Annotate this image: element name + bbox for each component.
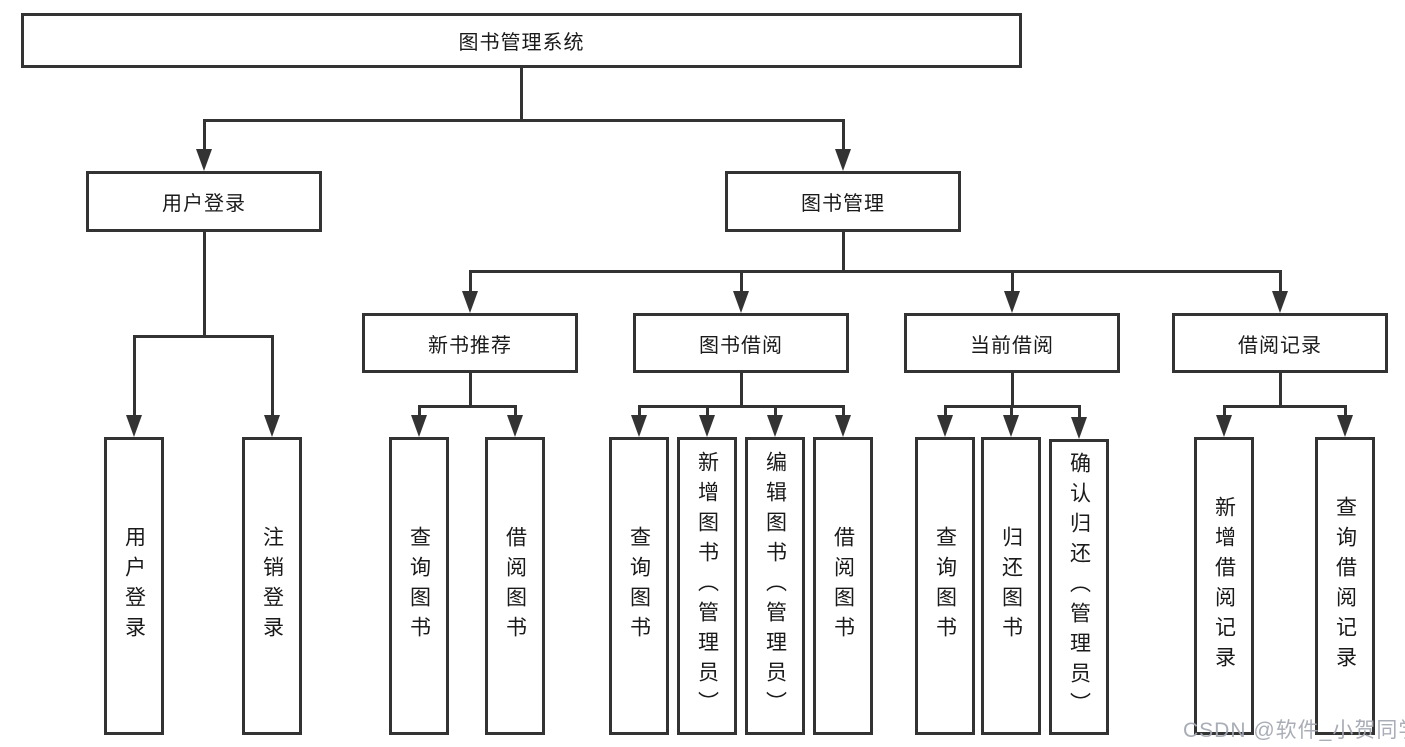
node-label: 借阅图书 — [831, 526, 855, 646]
connector-drop-line — [1077, 406, 1081, 421]
connector-vertical-line — [841, 232, 845, 273]
leaf-return-books: 归还图书 — [981, 437, 1041, 735]
connector-vertical-line — [739, 373, 743, 408]
node-user-login: 用户登录 — [86, 171, 322, 232]
connector-drop-line — [841, 406, 845, 419]
connector-drop-line — [705, 406, 709, 419]
node-borrowing-records: 借阅记录 — [1172, 313, 1388, 373]
node-label: 用户登录 — [162, 193, 246, 215]
node-label: 借阅图书 — [503, 526, 527, 646]
connector-vertical-line — [1010, 373, 1014, 408]
connector-drop-line — [1010, 271, 1014, 295]
connector-drop-line — [202, 120, 206, 153]
leaf-query-books-borrow: 查询图书 — [609, 437, 669, 735]
node-label: 用户登录 — [122, 526, 146, 646]
connector-drop-line — [468, 271, 472, 295]
leaf-user-login: 用户登录 — [104, 437, 164, 735]
node-label: 查询借阅记录 — [1333, 496, 1357, 676]
watermark-text: CSDN @软件_小贺同学 — [1183, 719, 1405, 742]
node-label: 新书推荐 — [428, 334, 512, 357]
node-label: 图书管理系统 — [458, 32, 585, 54]
connector-horizontal-line — [637, 404, 845, 408]
arrow-down-icon — [126, 415, 142, 437]
leaf-query-borrow-record: 查询借阅记录 — [1315, 437, 1375, 735]
node-label: 归还图书 — [999, 526, 1023, 646]
connector-drop-line — [739, 271, 743, 295]
connector-horizontal-line — [417, 404, 517, 408]
connector-vertical-line — [468, 373, 472, 408]
arrow-down-icon — [699, 415, 715, 437]
node-label: 图书管理 — [801, 193, 885, 215]
arrow-down-icon — [1272, 291, 1288, 313]
connector-drop-line — [1222, 406, 1226, 419]
node-book-management: 图书管理 — [725, 171, 961, 232]
arrow-down-icon — [733, 291, 749, 313]
arrow-down-icon — [631, 415, 647, 437]
node-label: 查询图书 — [933, 526, 957, 646]
arrow-down-icon — [1337, 415, 1353, 437]
connector-drop-line — [270, 336, 274, 419]
arrow-down-icon — [411, 415, 427, 437]
leaf-borrow-books-recommend: 借阅图书 — [485, 437, 545, 735]
connector-drop-line — [132, 336, 136, 419]
leaf-borrow-books: 借阅图书 — [813, 437, 873, 735]
node-label: 借阅记录 — [1238, 334, 1322, 357]
connector-horizontal-line — [132, 334, 274, 338]
connector-drop-line — [773, 406, 777, 419]
node-label: 注销登录 — [260, 526, 284, 646]
connector-horizontal-line — [1222, 404, 1347, 408]
arrow-down-icon — [835, 415, 851, 437]
node-label: 查询图书 — [627, 526, 651, 646]
connector-drop-line — [841, 120, 845, 153]
arrow-down-icon — [196, 149, 212, 171]
node-label: 图书借阅 — [699, 334, 783, 357]
arrow-down-icon — [1004, 291, 1020, 313]
node-current-borrowing: 当前借阅 — [904, 313, 1120, 373]
connector-vertical-line — [202, 232, 206, 338]
node-label: 编辑图书（管理员） — [763, 451, 787, 721]
arrow-down-icon — [507, 415, 523, 437]
arrow-down-icon — [1216, 415, 1232, 437]
connector-vertical-line — [519, 68, 523, 122]
leaf-confirm-return-admin: 确认归还（管理员） — [1049, 439, 1109, 735]
arrow-down-icon — [937, 415, 953, 437]
connector-drop-line — [943, 406, 947, 419]
connector-horizontal-line — [202, 118, 845, 122]
leaf-add-book-admin: 新增图书（管理员） — [677, 437, 737, 735]
connector-drop-line — [1009, 406, 1013, 419]
leaf-edit-book-admin: 编辑图书（管理员） — [745, 437, 805, 735]
node-label: 新增图书（管理员） — [695, 451, 719, 721]
node-new-book-recommendation: 新书推荐 — [362, 313, 578, 373]
leaf-query-books-current: 查询图书 — [915, 437, 975, 735]
arrow-down-icon — [264, 415, 280, 437]
connector-drop-line — [417, 406, 421, 419]
node-label: 当前借阅 — [970, 334, 1054, 357]
connector-horizontal-line — [468, 269, 1282, 273]
connector-drop-line — [1343, 406, 1347, 419]
connector-drop-line — [1278, 271, 1282, 295]
connector-vertical-line — [1278, 373, 1282, 408]
leaf-add-borrow-record: 新增借阅记录 — [1194, 437, 1254, 735]
arrow-down-icon — [1003, 415, 1019, 437]
connector-drop-line — [637, 406, 641, 419]
node-label: 新增借阅记录 — [1212, 496, 1236, 676]
node-library-management-system: 图书管理系统 — [21, 13, 1022, 68]
arrow-down-icon — [835, 149, 851, 171]
arrow-down-icon — [1071, 417, 1087, 439]
arrow-down-icon — [767, 415, 783, 437]
node-book-borrowing: 图书借阅 — [633, 313, 849, 373]
leaf-logout-login: 注销登录 — [242, 437, 302, 735]
node-label: 查询图书 — [407, 526, 431, 646]
arrow-down-icon — [462, 291, 478, 313]
leaf-query-books-recommend: 查询图书 — [389, 437, 449, 735]
node-label: 确认归还（管理员） — [1067, 452, 1091, 722]
connector-drop-line — [513, 406, 517, 419]
